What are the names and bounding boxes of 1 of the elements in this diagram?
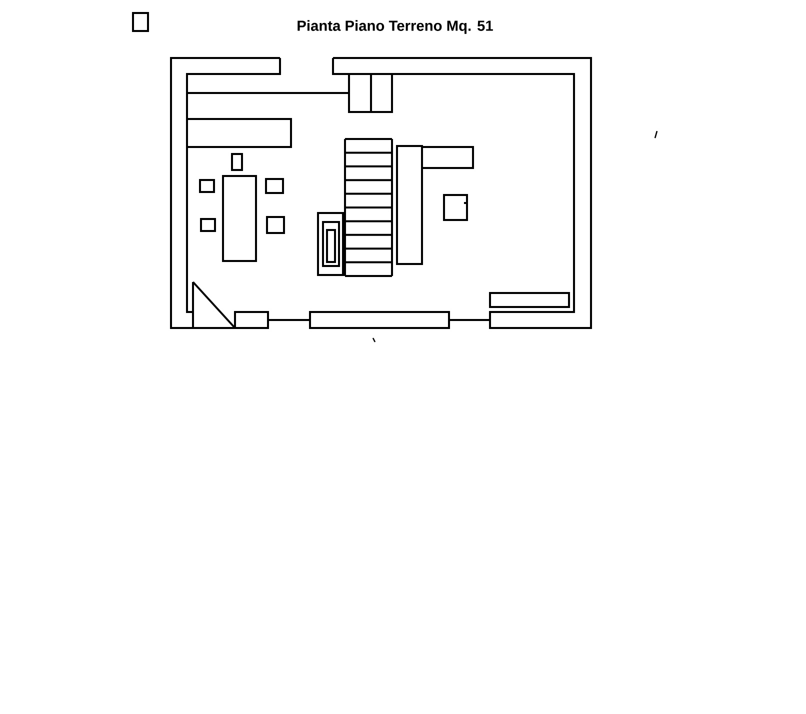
title: Pianta Piano Terreno Mq. 51 [298, 20, 493, 34]
